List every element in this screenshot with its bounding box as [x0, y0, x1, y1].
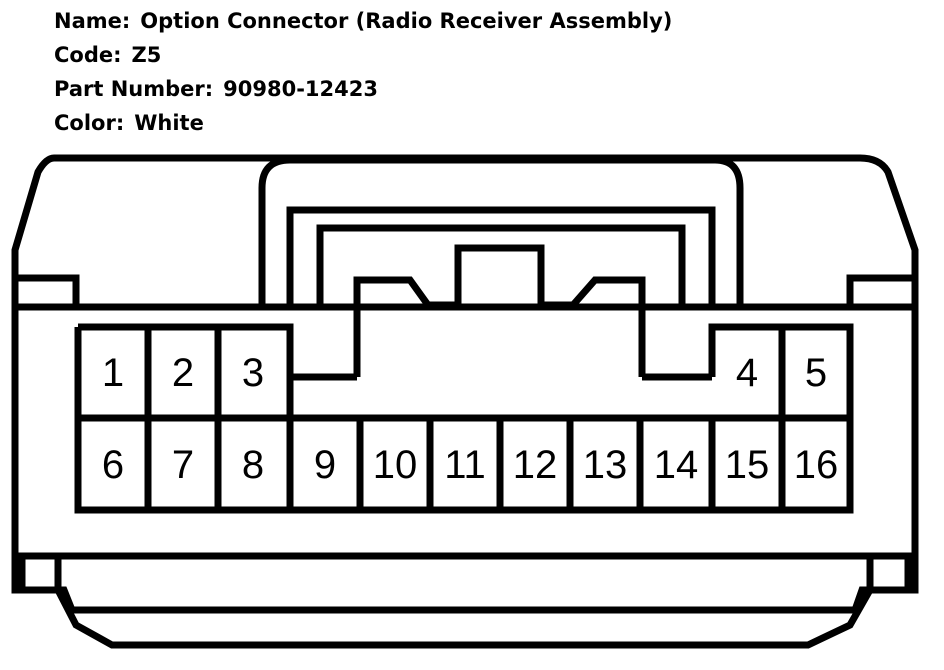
lock-window — [316, 224, 686, 307]
pin-11: 11 — [444, 443, 486, 487]
bottom-lip — [54, 556, 874, 649]
part-number-label: Part Number: — [54, 77, 214, 101]
latch-frame-outer — [258, 156, 744, 307]
left-tab — [15, 274, 80, 594]
code-row: Code: Z5 — [54, 38, 672, 72]
pin-1: 1 — [102, 351, 124, 395]
pin-2: 2 — [172, 351, 194, 395]
front-face — [15, 303, 915, 560]
pin-3: 3 — [242, 351, 264, 395]
name-value: Option Connector (Radio Receiver Assembl… — [140, 9, 673, 33]
pin-grid-bottom-dividers — [356, 418, 716, 510]
pin-10: 10 — [373, 443, 418, 487]
pin-14: 14 — [654, 443, 699, 487]
pin-7: 7 — [172, 443, 194, 487]
pin-15: 15 — [725, 443, 770, 487]
latch-frame-inner — [286, 206, 716, 307]
name-label: Name: — [54, 9, 131, 33]
pin-grid-top-left — [74, 323, 854, 514]
code-value: Z5 — [131, 43, 162, 67]
name-row: Name: Option Connector (Radio Receiver As… — [54, 4, 672, 38]
pin-4: 4 — [736, 351, 758, 395]
color-value: White — [134, 111, 204, 135]
connector-info: Name: Option Connector (Radio Receiver As… — [54, 4, 672, 140]
right-tab — [846, 274, 915, 594]
color-row: Color: White — [54, 106, 672, 140]
lock-tab — [353, 244, 646, 377]
pin-13: 13 — [583, 443, 628, 487]
pin-5: 5 — [805, 351, 827, 395]
color-label: Color: — [54, 111, 125, 135]
part-number-value: 90980-12423 — [223, 77, 378, 101]
part-number-row: Part Number: 90980-12423 — [54, 72, 672, 106]
pin-6: 6 — [102, 443, 124, 487]
pin-16: 16 — [794, 443, 839, 487]
pin-8: 8 — [242, 443, 264, 487]
pin-12: 12 — [513, 443, 558, 487]
code-label: Code: — [54, 43, 122, 67]
pin-9: 9 — [314, 443, 336, 487]
